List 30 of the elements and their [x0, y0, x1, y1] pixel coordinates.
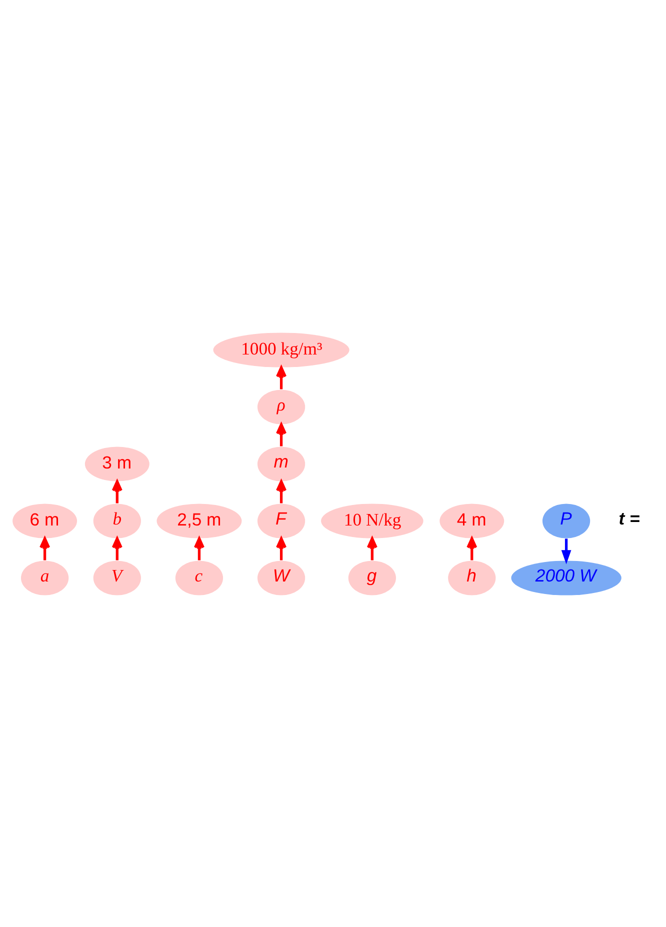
node-ellipse: a — [20, 560, 69, 595]
node-ellipse: W — [257, 560, 306, 595]
arrow — [40, 536, 50, 560]
node-ellipse: 1000 kg/m³ — [213, 332, 350, 367]
node-ellipse: V — [93, 560, 141, 595]
arrow — [276, 480, 287, 503]
node-ellipse: 2,5 m — [156, 503, 242, 538]
node-ellipse: b — [93, 503, 141, 538]
arrow — [112, 536, 122, 560]
node-ellipse: 4 m — [440, 503, 504, 538]
node-ellipse: 3 m — [84, 446, 150, 481]
node-ellipse: g — [348, 560, 396, 595]
node-ellipse: P — [542, 503, 590, 538]
arrow — [276, 536, 287, 560]
node-ellipse: h — [448, 560, 496, 595]
arrow — [366, 536, 378, 560]
node-ellipse: c — [175, 560, 224, 595]
arrow — [112, 480, 122, 503]
node-ellipse: 10 N/kg — [321, 503, 424, 538]
arrow — [194, 536, 205, 560]
arrow — [466, 536, 478, 560]
arrow — [561, 538, 572, 564]
node-ellipse: ρ — [257, 389, 306, 424]
node-ellipse: 2000 W — [511, 560, 622, 595]
node-ellipse: 6 m — [12, 503, 78, 538]
arrow — [276, 366, 287, 389]
arrow — [276, 422, 287, 446]
node-ellipse: F — [257, 503, 306, 538]
label: t = — [618, 508, 640, 528]
node-ellipse: m — [257, 446, 306, 481]
